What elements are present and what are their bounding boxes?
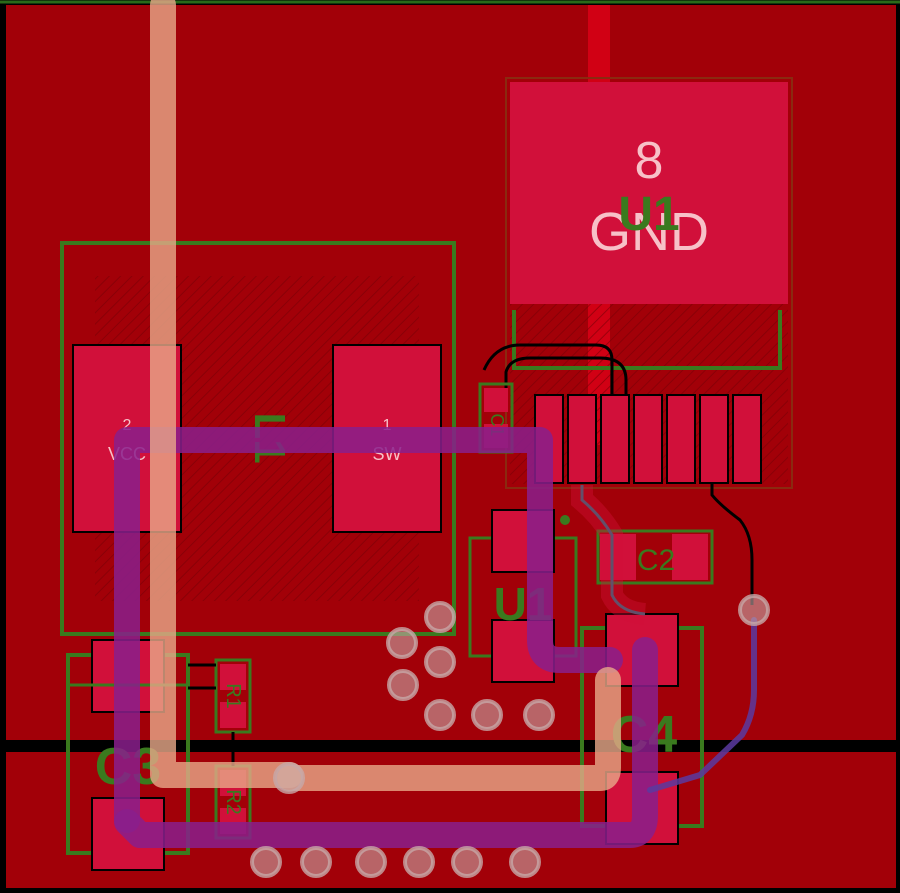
u1-pin-pads	[534, 394, 762, 484]
vias	[250, 594, 770, 878]
big-pad-designator: U1	[618, 188, 679, 241]
pad-to-c4-fill	[571, 485, 647, 625]
l1-pad1-number: 1	[383, 417, 392, 434]
r1-pad-2	[220, 702, 246, 728]
u1-gnd-pad	[510, 82, 788, 304]
bottom-layer-traces	[114, 427, 757, 848]
thin-trace-3	[710, 480, 754, 605]
c2-pad-2	[672, 534, 708, 580]
u1-pin1-dot	[560, 515, 570, 525]
r2-label: R2	[222, 789, 244, 815]
c2-pad-1	[600, 534, 636, 580]
r1-pad-1	[220, 664, 246, 690]
c1-pad-1	[484, 388, 508, 412]
thin-trace-2	[504, 356, 628, 395]
pad-to-c4-trace	[580, 485, 646, 616]
top-layer-traces	[150, 0, 621, 791]
big-pad-number: 8	[635, 132, 664, 190]
c2-label: C2	[637, 544, 675, 577]
big-pad-net: GND	[589, 202, 709, 262]
r1-label: R1	[222, 683, 244, 709]
l1-pad2-number: 2	[123, 417, 132, 434]
thin-trace-1	[482, 343, 614, 395]
c2-outline	[596, 529, 714, 585]
u1-silk-outline	[512, 310, 782, 370]
u1-courtyard	[505, 77, 793, 489]
